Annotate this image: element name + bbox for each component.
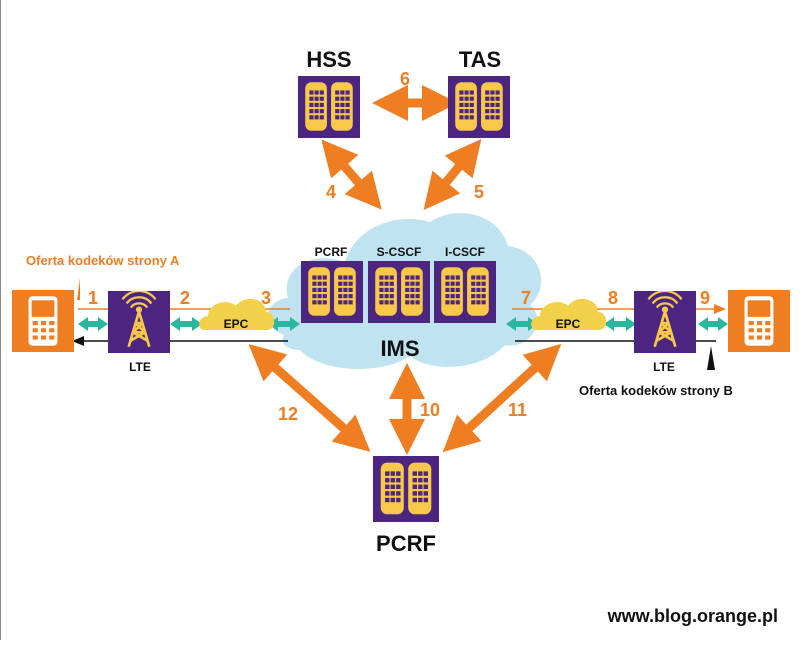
hss-label: HSS <box>306 47 351 72</box>
lte-tower-left-icon <box>108 291 170 353</box>
pcrf-ims-label: PCRF <box>315 245 348 259</box>
scscf-label: S-CSCF <box>377 245 422 259</box>
offer-b-caption: Oferta kodeków strony B <box>579 383 733 398</box>
step-8-label: 8 <box>608 288 618 308</box>
teal-arrow-9 <box>698 317 728 331</box>
step-5-label: 5 <box>474 182 484 202</box>
tas-server-icon <box>448 76 510 138</box>
epc-cloud-right: EPC <box>531 298 607 331</box>
teal-arrow-1 <box>78 317 108 331</box>
offer-line-arrowhead <box>714 304 726 314</box>
arrow-4 <box>321 139 382 210</box>
phone-a-icon <box>12 290 74 352</box>
teal-arrow-2 <box>170 317 202 331</box>
lte-left-label: LTE <box>129 360 151 374</box>
epc-cloud-left: EPC <box>199 298 275 331</box>
step-10-label: 10 <box>420 400 440 420</box>
step-6-label: 6 <box>400 69 410 89</box>
step-7-label: 7 <box>521 288 531 308</box>
offer-a-caption: Oferta kodeków strony A <box>26 253 180 268</box>
step-12-label: 12 <box>278 404 298 424</box>
offer-b-pointer <box>707 346 715 370</box>
arrow-5 <box>423 139 482 210</box>
teal-arrow-8 <box>604 317 636 331</box>
pcrf-bottom-label: PCRF <box>376 531 436 556</box>
scscf-server-icon <box>368 261 430 323</box>
teal-arrows <box>78 317 728 331</box>
pcrf-bottom-server-icon <box>373 456 439 522</box>
ims-label: IMS <box>380 336 419 361</box>
offer-a-pointer <box>77 278 80 300</box>
pcrf-ims-server-icon <box>301 261 363 323</box>
phone-b-icon <box>728 290 790 352</box>
arrow-12 <box>248 344 371 452</box>
lte-tower-right-icon <box>634 291 696 353</box>
step-9-label: 9 <box>700 288 710 308</box>
step-1-label: 1 <box>88 288 98 308</box>
step-3-label: 3 <box>261 288 271 308</box>
teal-arrow-7 <box>506 317 538 331</box>
icscf-label: I-CSCF <box>445 245 485 259</box>
teal-arrow-3 <box>268 317 300 331</box>
icscf-server-icon <box>434 261 496 323</box>
step-4-label: 4 <box>326 182 336 202</box>
hss-server-icon <box>298 76 360 138</box>
step-2-label: 2 <box>180 288 190 308</box>
arrow-11 <box>442 343 562 453</box>
step-11-label: 11 <box>508 400 527 420</box>
epc-right-label: EPC <box>556 317 581 331</box>
epc-left-label: EPC <box>224 317 249 331</box>
lte-right-label: LTE <box>653 360 675 374</box>
left-border-line <box>0 0 1 640</box>
signal-arrowhead-left <box>72 336 84 346</box>
footer-url: www.blog.orange.pl <box>607 606 778 626</box>
tas-label: TAS <box>459 47 501 72</box>
